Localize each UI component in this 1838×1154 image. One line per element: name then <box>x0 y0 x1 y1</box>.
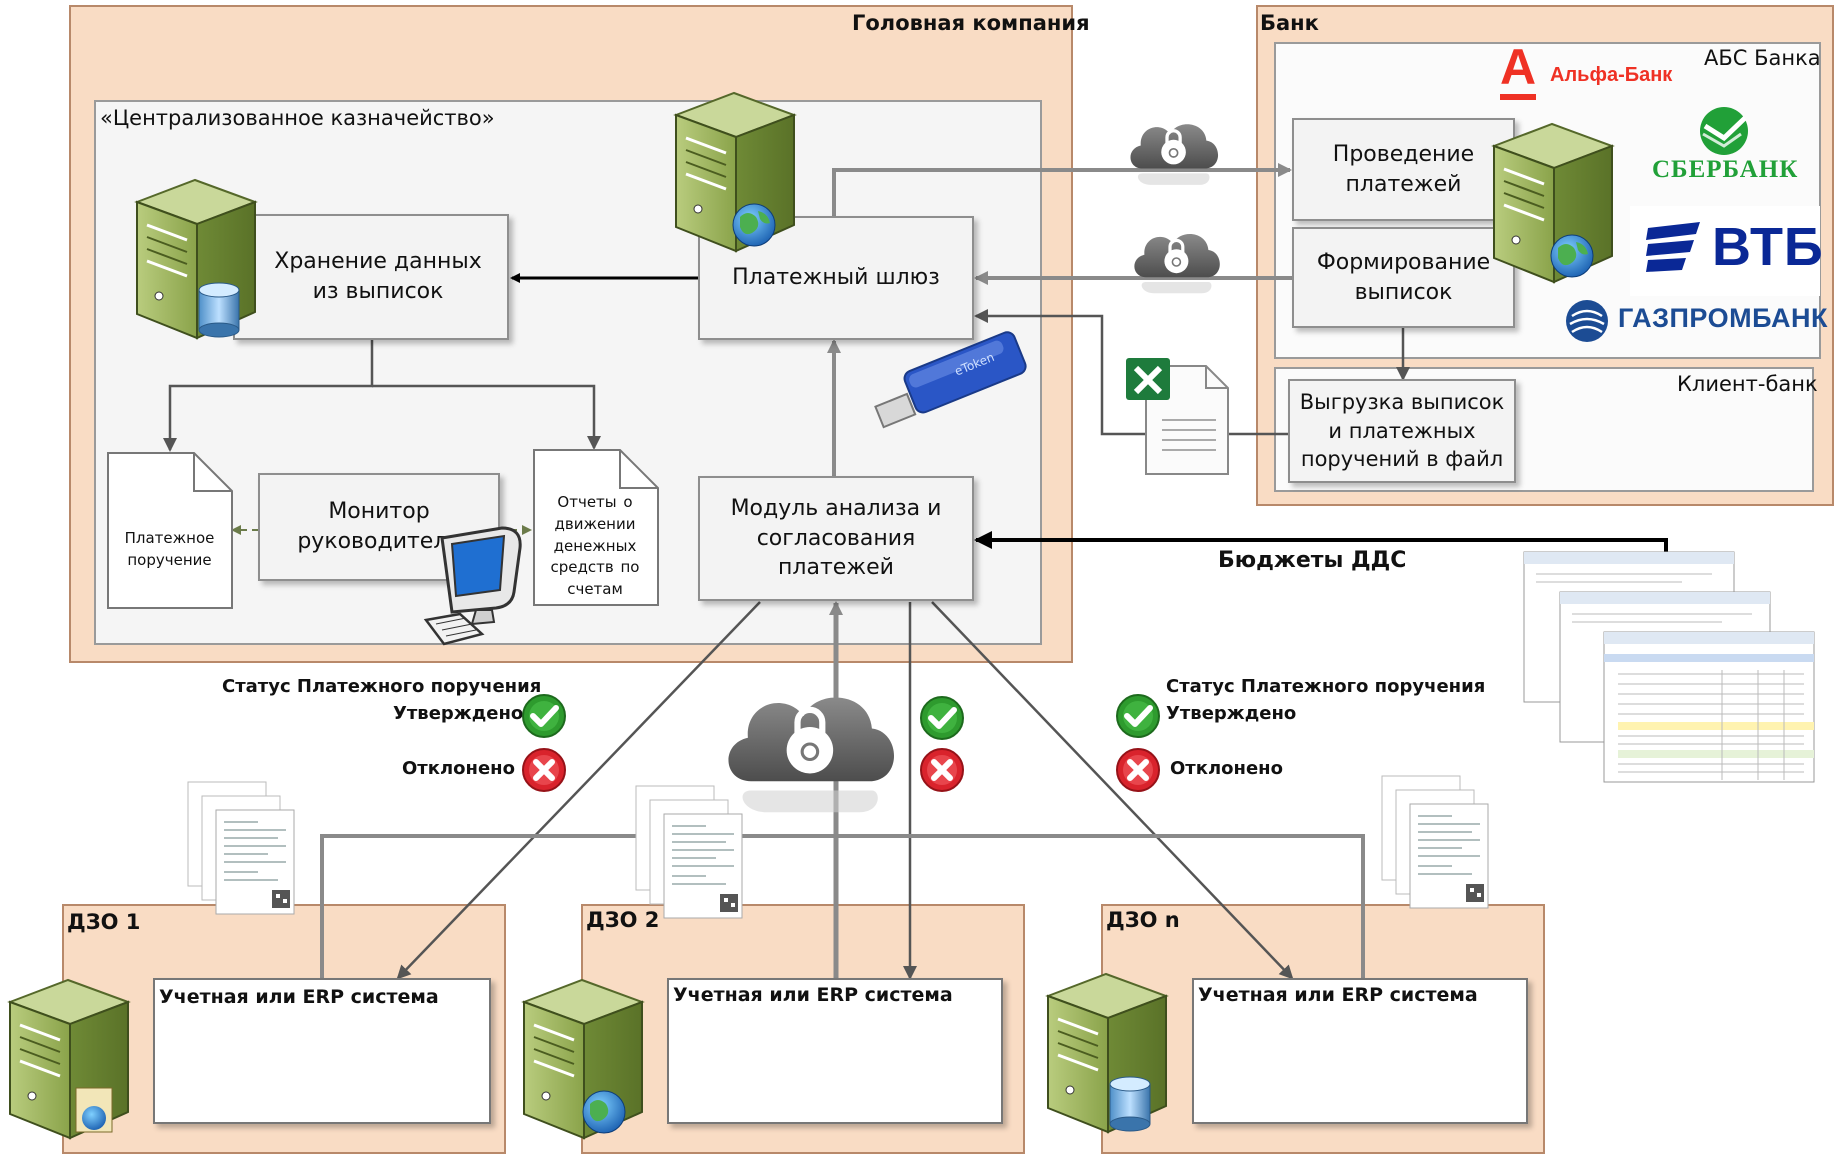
storage-box[interactable]: Хранение данных из выписок <box>233 214 509 340</box>
vtb-mark-icon <box>1646 222 1700 272</box>
status-right-rejected: Отклонено <box>1170 758 1283 779</box>
storage-server-icon <box>135 178 257 340</box>
vtb-logo: ВТБ <box>1630 206 1823 296</box>
alfa-logo: А Альфа-Банк <box>1496 42 1696 106</box>
dzo1-erp-box[interactable]: Учетная или ERP система <box>153 978 491 1124</box>
bank-title: Банк <box>1260 11 1319 35</box>
dzo2-title: ДЗО 2 <box>586 908 660 932</box>
globe-icon <box>1550 234 1594 278</box>
payment-doc-text: Платежное поручение <box>124 529 215 569</box>
hq-title: Головная компания <box>852 11 1090 35</box>
usb-token-icon: eToken <box>874 331 1027 429</box>
monitor-box[interactable]: Монитор руководителя <box>258 473 500 581</box>
reports-doc-shape <box>533 449 659 606</box>
dzo2-erp-box[interactable]: Учетная или ERP система <box>667 978 1003 1124</box>
arrow-gateway-to-payments <box>832 163 1292 218</box>
payments-box[interactable]: Проведение платежей <box>1292 118 1515 221</box>
arrow-storage-reports <box>372 384 601 450</box>
approved-icon-right <box>1116 694 1164 742</box>
secure-cloud-icon-2 <box>1132 232 1222 295</box>
monitor-text: Монитор руководителя <box>297 499 461 554</box>
vtb-name: ВТБ <box>1712 217 1824 277</box>
export-text: Выгрузка выписок и платежных поручений в… <box>1299 390 1505 472</box>
gazprom-logo: ГАЗПРОМБАНК <box>1562 296 1827 346</box>
sber-emblem-icon <box>1700 107 1748 155</box>
dzo1-title: ДЗО 1 <box>67 910 141 934</box>
gateway-server-icon <box>674 91 796 253</box>
dzo1-erp-text: Учетная или ERP система <box>159 986 439 1008</box>
gateway-text: Платежный шлюз <box>732 265 940 291</box>
payment-doc-shape <box>107 452 233 609</box>
status-left-title: Статус Платежного поручения <box>222 676 542 697</box>
globe-icon <box>582 1090 626 1134</box>
payment-docs-stack-1 <box>187 781 295 915</box>
payment-docs-stack-2 <box>635 785 743 919</box>
analysis-box[interactable]: Модуль анализа и согласования платежей <box>698 476 974 601</box>
excel-file-icon <box>1126 358 1229 475</box>
dzon-erp-box[interactable]: Учетная или ERP система <box>1192 978 1528 1124</box>
dzon-erp-text: Учетная или ERP система <box>1198 984 1478 1006</box>
database-icon <box>1109 1076 1151 1132</box>
alfa-name: Альфа-Банк <box>1550 64 1673 86</box>
statements-text: Формирование выписок <box>1316 249 1491 305</box>
gazprom-emblem-icon <box>1566 300 1608 342</box>
sber-logo: СБЕРБАНК <box>1652 104 1799 200</box>
statements-box[interactable]: Формирование выписок <box>1292 227 1515 328</box>
secure-cloud-icon-1 <box>1128 122 1220 187</box>
dzon-server-icon <box>1046 972 1168 1134</box>
status-right-title: Статус Платежного поручения <box>1166 676 1486 697</box>
client-bank-label: Клиент-банк <box>1677 372 1818 396</box>
computer-icon <box>423 526 522 646</box>
arrow-analysis-to-dzon <box>931 601 1294 980</box>
budget-spreadsheets-icon <box>1523 551 1815 783</box>
bus-dzo-to-analysis <box>320 834 1365 980</box>
payment-docs-stack-3 <box>1381 775 1489 909</box>
export-box[interactable]: Выгрузка выписок и платежных поручений в… <box>1288 379 1516 483</box>
dzon-title: ДЗО n <box>1106 908 1180 932</box>
database-icon <box>198 282 240 338</box>
rejected-icon-center <box>920 748 968 796</box>
payments-text: Проведение платежей <box>1332 141 1475 197</box>
status-left-rejected: Отклонено <box>402 758 515 779</box>
dzo1-server-icon <box>8 978 130 1140</box>
dzo2-erp-text: Учетная или ERP система <box>673 984 953 1006</box>
arrow-analysis-to-dzo1 <box>396 601 761 980</box>
rejected-icon-right <box>1116 748 1164 796</box>
approved-icon-center <box>920 696 968 744</box>
arrow-storage-tree <box>163 340 374 452</box>
storage-text: Хранение данных из выписок <box>274 249 482 304</box>
sber-name: СБЕРБАНК <box>1652 156 1799 183</box>
rejected-icon-left <box>522 748 570 796</box>
abs-label: АБС Банка <box>1704 46 1821 70</box>
reports-doc-text: Отчеты о движении денежных средств по сч… <box>550 493 640 598</box>
dzo2-server-icon <box>522 978 644 1140</box>
alfa-underline <box>1500 94 1536 100</box>
globe-icon <box>732 203 776 247</box>
bank-server-icon <box>1492 122 1614 284</box>
treasury-label: «Централизованное казначейство» <box>100 106 495 130</box>
budgets-label: Бюджеты ДДС <box>1218 548 1407 573</box>
analysis-text: Модуль анализа и согласования платежей <box>730 495 942 581</box>
status-right-approved: Утверждено <box>1166 703 1297 724</box>
alfa-mark: А <box>1500 39 1537 95</box>
status-left-approved: Утверждено <box>393 703 524 724</box>
gazprom-name: ГАЗПРОМБАНК <box>1618 303 1828 333</box>
approved-icon-left <box>522 694 570 742</box>
document-globe-icon <box>75 1087 113 1133</box>
